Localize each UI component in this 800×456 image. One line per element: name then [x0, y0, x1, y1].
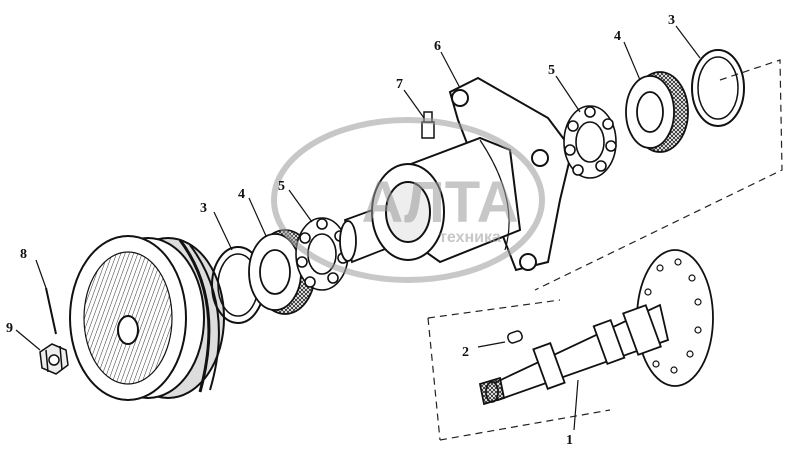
callout-5-right: 5 [548, 63, 555, 78]
callout-8: 8 [20, 247, 27, 262]
callout-3-right: 3 [668, 13, 675, 28]
housing [371, 76, 574, 272]
callout-5-left: 5 [278, 179, 285, 194]
grease-fitting [421, 111, 435, 139]
callout-7: 7 [396, 77, 403, 92]
pulley [69, 235, 225, 401]
ball-bearing-right [563, 105, 617, 179]
castle-nut [39, 343, 69, 375]
callout-2: 2 [462, 345, 469, 360]
watermark-brand: АЛТА [362, 170, 519, 235]
shaft [478, 249, 714, 406]
callout-3-left: 3 [200, 201, 207, 216]
callout-labels: 1 2 3 3 4 4 5 5 6 7 8 9 [6, 13, 675, 448]
watermark: АЛТА техника [271, 117, 545, 283]
cotter-pin [45, 287, 57, 335]
leader-lines [15, 25, 701, 431]
bearing-right [625, 71, 689, 153]
dashed-frame-lower [427, 299, 611, 441]
key [507, 330, 523, 344]
watermark-sub: техника [439, 229, 501, 246]
callout-6: 6 [434, 39, 441, 54]
callout-4-left: 4 [238, 187, 245, 202]
callout-4-right: 4 [614, 29, 621, 44]
retaining-ring-right [691, 49, 745, 127]
callout-1: 1 [566, 433, 573, 448]
callout-9: 9 [6, 321, 13, 336]
